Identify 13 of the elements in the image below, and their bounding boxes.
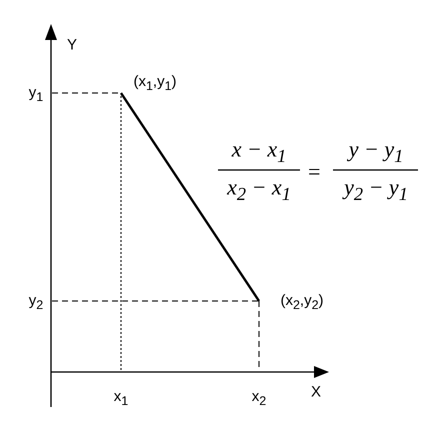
tick-label: x$_{1}$	[114, 388, 128, 408]
formula-numerator: y − y$_{1}$	[348, 138, 404, 166]
tick-label: y$_{1}$	[28, 84, 44, 104]
tick-label: y$_{2}$	[28, 292, 44, 312]
formula-denominator: x$_{2}$ − x$_{1}$	[227, 176, 291, 204]
axis-label: Y	[67, 38, 77, 52]
point-label: (x$_{1}$,y$_{1}$)	[133, 74, 177, 92]
tick-label: x$_{2}$	[252, 388, 266, 408]
axis-label: X	[311, 384, 321, 400]
formula-numerator: x − x$_{1}$	[232, 138, 286, 166]
point-label: (x$_{2}$,y$_{2}$)	[280, 292, 324, 312]
equals-sign: =	[306, 161, 322, 183]
formula-denominator: y$_{2}$ − y$_{1}$	[344, 176, 408, 204]
